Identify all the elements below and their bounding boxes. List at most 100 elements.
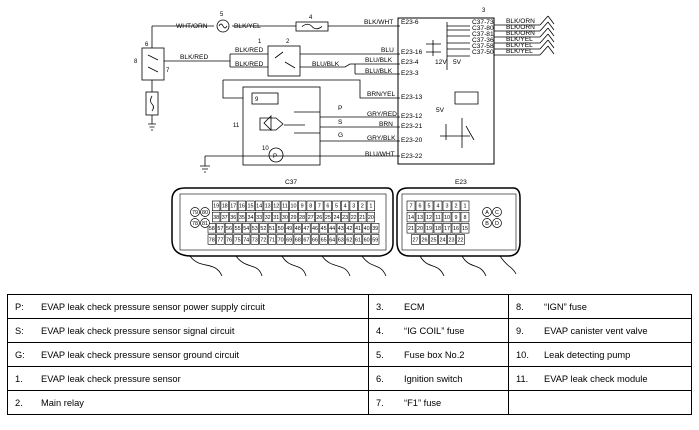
pin-cell [371, 234, 380, 245]
pin-label: 1 [464, 204, 467, 210]
pin-cell [323, 211, 333, 223]
right-wire-4: BLK/YEL [506, 36, 533, 43]
pin-label: 70 [278, 237, 284, 243]
legend-cell: P:EVAP leak check pressure sensor power … [7, 294, 369, 319]
legend-cell: 11.EVAP leak check module [508, 366, 692, 391]
callout-3: 3 [482, 8, 486, 14]
pin-cell [345, 234, 354, 245]
pin-cell [332, 211, 341, 223]
pin-cell [415, 211, 425, 223]
pin-label: 54 [243, 226, 249, 232]
pin-label: 33 [256, 215, 262, 221]
pin-cell [263, 200, 272, 211]
pin-cell [220, 200, 229, 211]
pin-cell [424, 211, 434, 223]
pin-label: 2 [361, 204, 364, 210]
legend-key: 7. [376, 397, 384, 408]
legend-row: S:EVAP leak check pressure sensor signal… [7, 318, 692, 343]
pin-cell [216, 223, 225, 234]
legend-key: 11. [516, 373, 529, 384]
label-blu-blk-a: BLU/BLK [312, 61, 340, 68]
label-blu-wht: BLU/WHT [365, 151, 395, 158]
pin-cell [302, 223, 311, 234]
pin-label: 50 [278, 226, 284, 232]
pin-label: 48 [295, 226, 301, 232]
pin-label: 16 [453, 226, 459, 232]
legend-cell: 2.Main relay [7, 390, 369, 415]
connector-e23-shell [396, 187, 521, 257]
pin-label: 66 [312, 237, 318, 243]
pin-cell [319, 223, 328, 234]
pin-cell [340, 200, 350, 211]
pin-label: 56 [226, 226, 232, 232]
legend-key: 3. [376, 301, 384, 312]
ignition-switch [141, 47, 165, 81]
label-gry-red: GRY/RED [367, 111, 397, 118]
pin-cell [353, 234, 363, 245]
pin-cell [310, 223, 320, 234]
legend-key: 10. [516, 349, 529, 360]
pin-label: 63 [338, 237, 344, 243]
callout-2: 2 [286, 39, 290, 45]
pin-label: 65 [321, 237, 327, 243]
pin-label: 71 [269, 237, 275, 243]
callout-11: 11 [233, 123, 240, 129]
label-wht-orn: WHT/ORN [176, 23, 208, 30]
connector-c37-shell [171, 187, 394, 257]
terminal-e23-3: E23-3 [401, 70, 419, 77]
legend-text: EVAP leak check pressure sensor signal c… [41, 325, 235, 336]
pin-cell [212, 200, 221, 211]
round-pin-label: A [485, 210, 489, 216]
pin-label: 31 [273, 215, 279, 221]
legend-key: 9. [516, 325, 524, 336]
pin-cell [460, 200, 470, 211]
pin-cell [285, 223, 294, 234]
pin-label: 5 [335, 204, 338, 210]
pin-label: 24 [440, 237, 446, 243]
pin-label: 35 [239, 215, 245, 221]
pin-label: 13 [417, 215, 423, 221]
pin-label: 17 [444, 226, 450, 232]
pin-label: 8 [464, 215, 467, 221]
pin-label: 27 [413, 237, 419, 243]
legend-key: P: [15, 301, 24, 312]
pin-cell [336, 223, 345, 234]
pin-cell [433, 200, 443, 211]
right-wire-2: BLK/ORN [506, 24, 535, 31]
legend-text: EVAP canister vent valve [544, 325, 648, 336]
pin-label: 23 [449, 237, 455, 243]
pin-cell [293, 234, 302, 245]
legend-cell: 1.EVAP leak check pressure sensor [7, 366, 369, 391]
legend-key: 5. [376, 349, 384, 360]
pin-cell [207, 223, 216, 234]
round-pin [200, 207, 210, 217]
label-brn: BRN [379, 121, 393, 128]
round-pin-label: 79 [192, 210, 198, 216]
signal-p: P [338, 105, 343, 112]
legend-key: G: [15, 349, 25, 360]
pin-cell [276, 234, 285, 245]
pin-cell [366, 211, 376, 223]
pin-label: 26 [422, 237, 428, 243]
label-blk-yel: BLK/YEL [234, 23, 261, 30]
terminal-e23-4: E23-4 [401, 59, 419, 66]
pin-label: 38 [213, 215, 219, 221]
label-brn-yel: BRN/YEL [367, 91, 396, 98]
pin-label: 32 [265, 215, 271, 221]
pin-label: 18 [435, 226, 441, 232]
pin-cell [229, 211, 238, 223]
round-pin [190, 218, 200, 228]
legend-cell: 3.ECM [368, 294, 509, 319]
pin-label: 5 [428, 204, 431, 210]
pin-label: 20 [417, 226, 423, 232]
legend-cell: 5.Fuse box No.2 [368, 342, 509, 367]
pin-cell [328, 234, 337, 245]
pin-cell [272, 211, 281, 223]
pin-cell [250, 223, 259, 234]
pin-cell [406, 211, 416, 223]
pin-label: 12 [273, 204, 279, 210]
pin-cell [415, 223, 425, 234]
